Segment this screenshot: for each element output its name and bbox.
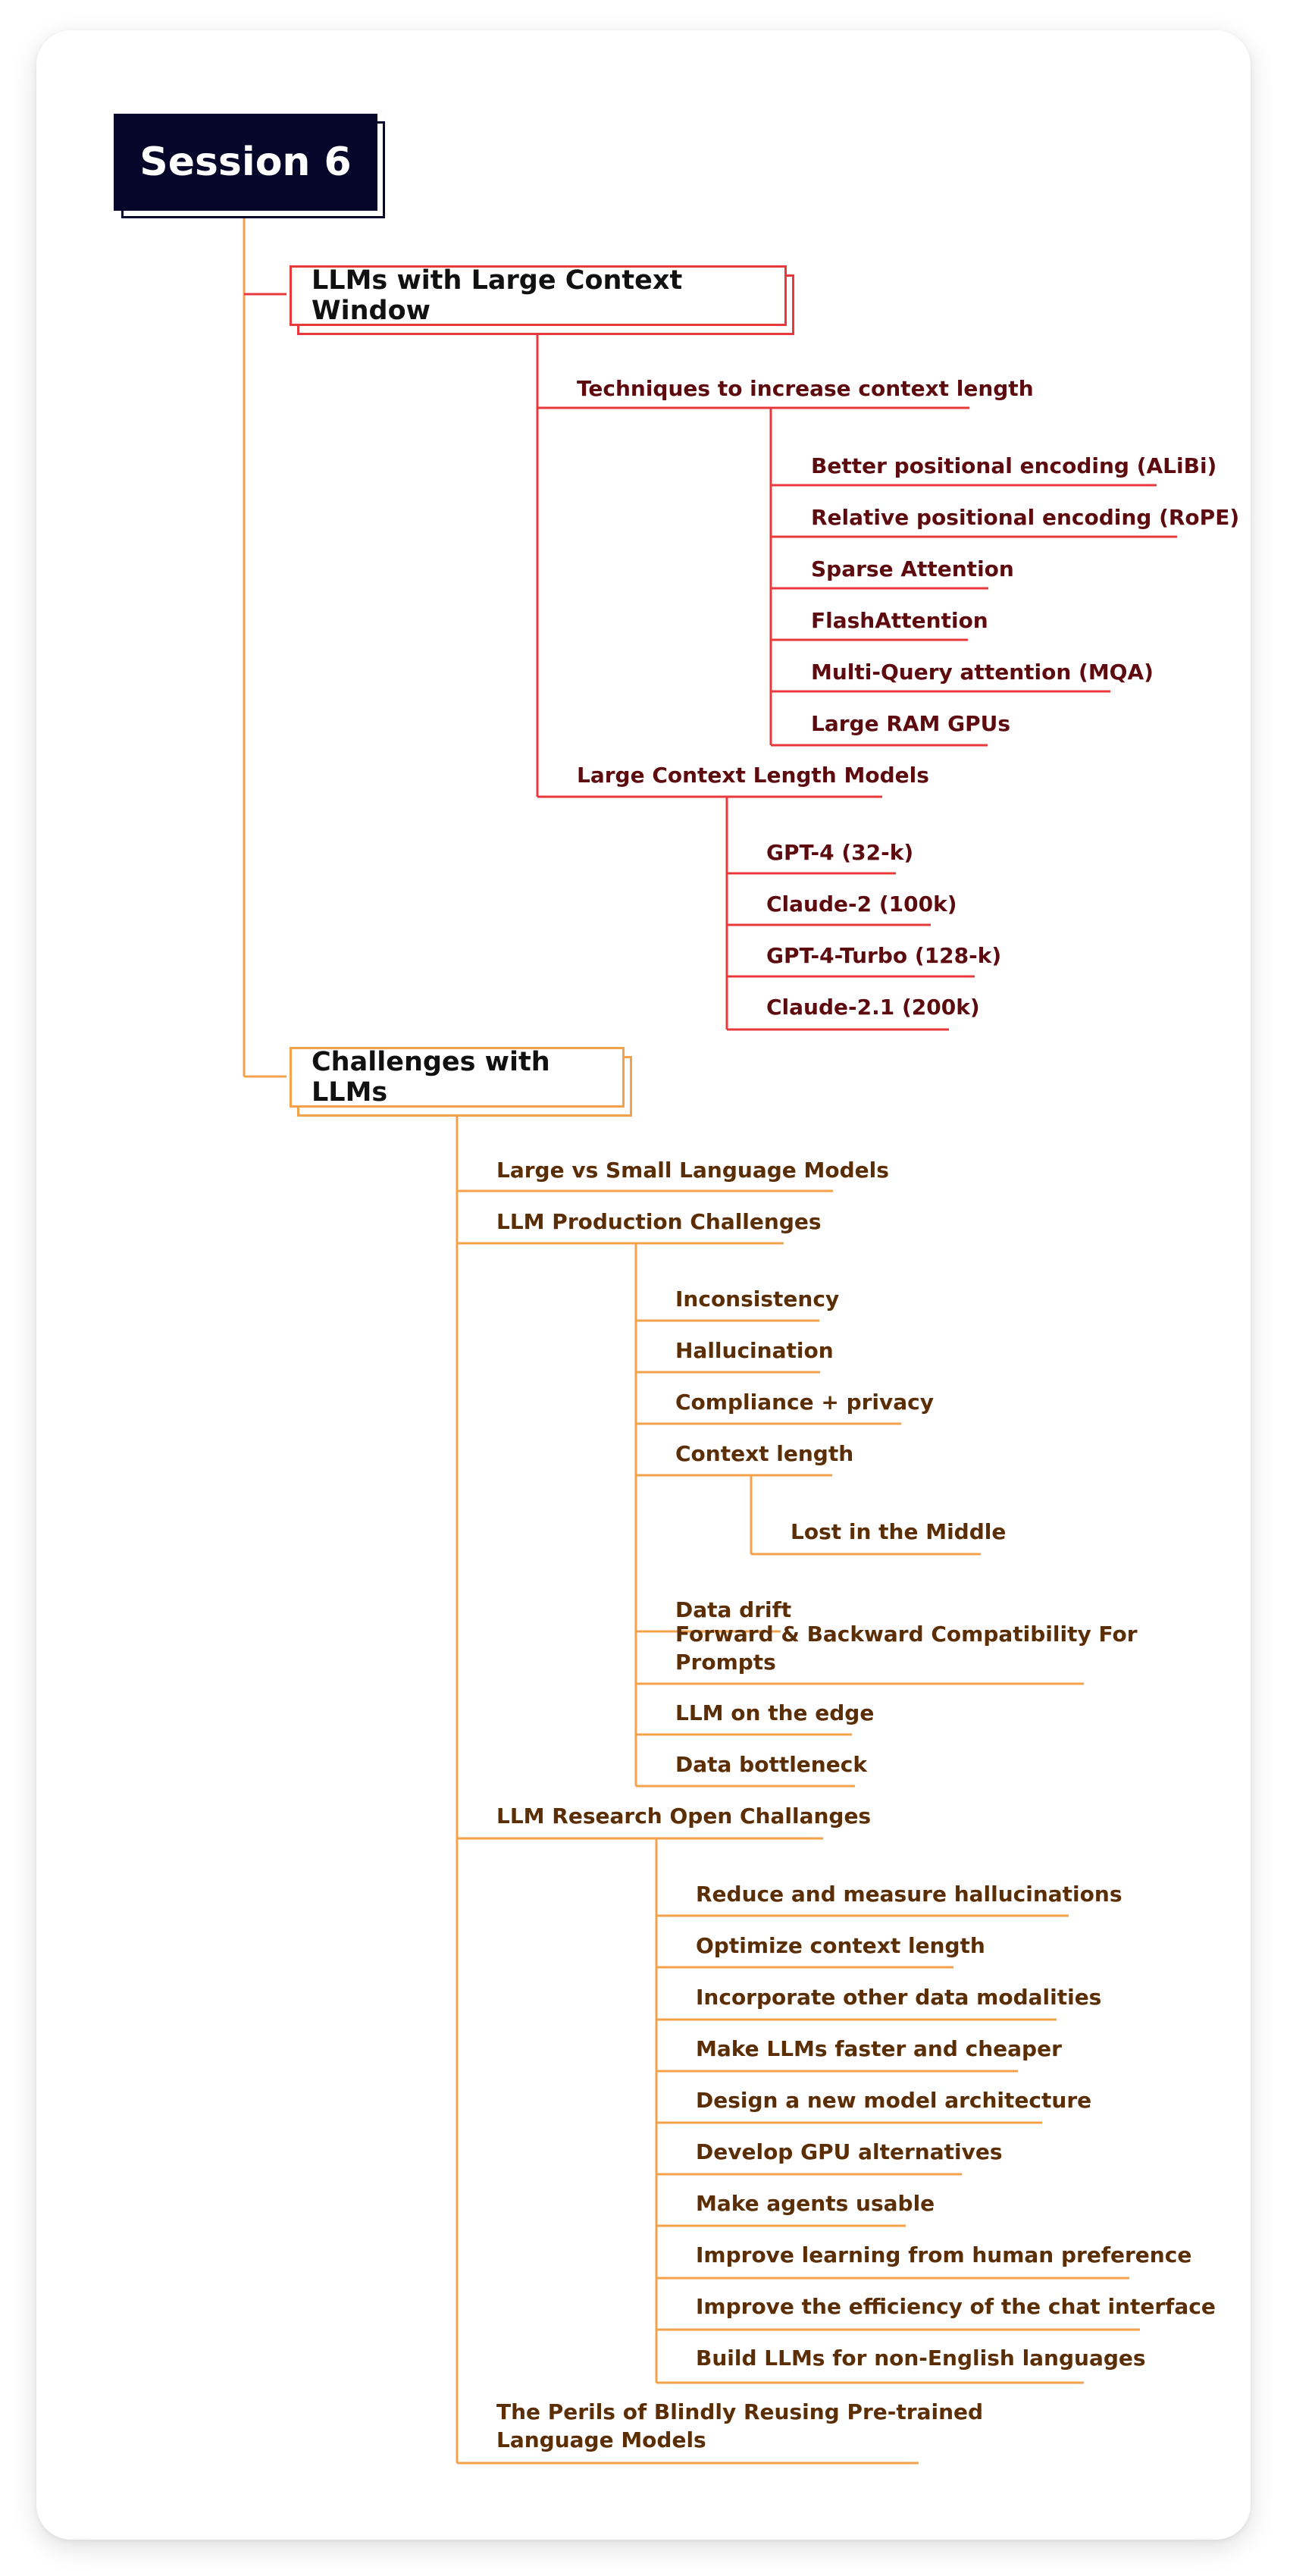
root-node: Session 6	[114, 114, 377, 211]
leaf-inconsistency: Inconsistency	[675, 1286, 840, 1312]
leaf-lost-in-the-middle: Lost in the Middle	[791, 1519, 1007, 1544]
node-techniques: Techniques to increase context length	[577, 376, 1034, 401]
leaf-claude21: Claude-2.1 (200k)	[766, 995, 980, 1020]
perils-line1: The Perils of Blindly Reusing Pre-traine…	[496, 2399, 984, 2424]
leaf-data-drift: Data drift	[675, 1597, 792, 1622]
leaf-gpt4-turbo: GPT-4-Turbo (128-k)	[766, 943, 1002, 968]
leaf-agents-usable: Make agents usable	[696, 2191, 935, 2216]
leaf-compatibility-prompts: Forward & Backward Compatibility For Pro…	[675, 1620, 1138, 1676]
leaf-human-preference: Improve learning from human preference	[696, 2242, 1192, 2267]
leaf-compatibility-line2: Prompts	[675, 1650, 776, 1675]
leaf-faster-cheaper: Make LLMs faster and cheaper	[696, 2036, 1062, 2061]
leaf-compatibility-line1: Forward & Backward Compatibility For	[675, 1622, 1138, 1647]
node-perils-reusing: The Perils of Blindly Reusing Pre-traine…	[496, 2398, 983, 2454]
leaf-optimize-context: Optimize context length	[696, 1933, 985, 1958]
leaf-compliance-privacy: Compliance + privacy	[675, 1390, 935, 1415]
leaf-gpt4-32k: GPT-4 (32-k)	[766, 840, 914, 865]
leaf-data-bottleneck: Data bottleneck	[675, 1752, 867, 1777]
leaf-gpu-alternatives: Develop GPU alternatives	[696, 2139, 1003, 2164]
leaf-other-modalities: Incorporate other data modalities	[696, 1985, 1102, 2010]
section-challenges: Challenges with LLMs	[290, 1047, 625, 1108]
leaf-sparse-attention: Sparse Attention	[811, 556, 1014, 581]
leaf-claude2: Claude-2 (100k)	[766, 892, 957, 917]
leaf-flashattention: FlashAttention	[811, 608, 988, 633]
leaf-chat-interface: Improve the efficiency of the chat inter…	[696, 2294, 1216, 2319]
section-label: Challenges with LLMs	[312, 1047, 550, 1108]
leaf-hallucination: Hallucination	[675, 1338, 834, 1363]
leaf-non-english: Build LLMs for non-English languages	[696, 2346, 1146, 2371]
leaf-new-architecture: Design a new model architecture	[696, 2088, 1092, 2113]
mindmap-card	[36, 30, 1251, 2540]
leaf-rope: Relative positional encoding (RoPE)	[811, 505, 1240, 530]
root-label: Session 6	[139, 139, 352, 185]
leaf-mqa: Multi-Query attention (MQA)	[811, 660, 1154, 685]
node-large-vs-small: Large vs Small Language Models	[496, 1158, 889, 1183]
section-llm-context: LLMs with Large Context Window	[290, 265, 787, 326]
leaf-large-ram-gpus: Large RAM GPUs	[811, 711, 1011, 736]
node-production-challenges: LLM Production Challenges	[496, 1209, 822, 1234]
leaf-alibi: Better positional encoding (ALiBi)	[811, 453, 1217, 478]
section-label: LLMs with Large Context Window	[312, 265, 683, 326]
node-large-context-models: Large Context Length Models	[577, 763, 929, 788]
leaf-context-length: Context length	[675, 1441, 854, 1466]
leaf-llm-on-edge: LLM on the edge	[675, 1700, 875, 1725]
perils-line2: Language Models	[496, 2427, 706, 2452]
leaf-reduce-hallucinations: Reduce and measure hallucinations	[696, 1882, 1122, 1907]
node-research-challenges: LLM Research Open Challanges	[496, 1804, 872, 1829]
